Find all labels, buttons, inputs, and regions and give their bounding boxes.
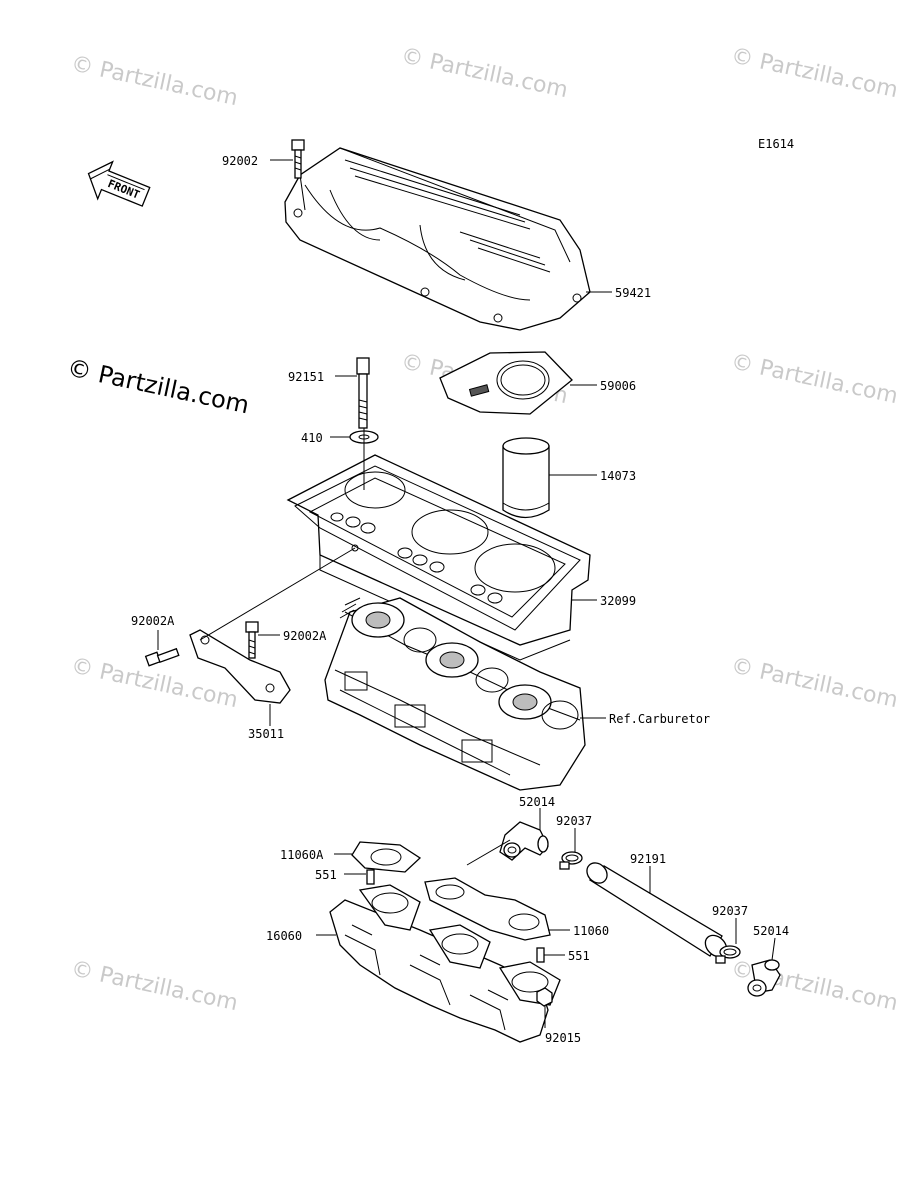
part-label: 59006 bbox=[600, 379, 636, 393]
clamp-92037-bottom bbox=[715, 945, 741, 964]
part-label: 92151 bbox=[288, 370, 324, 384]
part-label: 92191 bbox=[630, 852, 666, 866]
part-label: 14073 bbox=[600, 469, 636, 483]
pin-551-bottom bbox=[536, 947, 545, 963]
watermark: © Partzilla.com bbox=[729, 43, 900, 103]
filter-14073 bbox=[502, 437, 550, 519]
part-label: 59421 bbox=[615, 286, 651, 300]
watermark: © Partzilla.com bbox=[69, 956, 240, 1016]
leader-lines bbox=[157, 159, 776, 1028]
bolt-92151 bbox=[356, 357, 370, 429]
part-label: 551 bbox=[568, 949, 590, 963]
clamp-92037-top bbox=[559, 851, 583, 870]
part-label: 11060A bbox=[280, 848, 324, 862]
diagram-code: E1614 bbox=[758, 137, 794, 151]
part-labels: 92002 59421 92151 59006 410 14073 32099 … bbox=[131, 154, 789, 1045]
part-label: 32099 bbox=[600, 594, 636, 608]
carburetor-assembly bbox=[324, 597, 586, 791]
part-label: 11060 bbox=[573, 924, 609, 938]
bolt-92002a-right bbox=[245, 621, 259, 659]
part-label: 92002A bbox=[283, 629, 327, 643]
air-box-cover bbox=[284, 147, 591, 331]
part-label: 52014 bbox=[519, 795, 555, 809]
part-label: 92037 bbox=[712, 904, 748, 918]
bolt-92002a-left bbox=[144, 647, 180, 667]
part-label: 16060 bbox=[266, 929, 302, 943]
watermark: © Partzilla.com bbox=[69, 51, 240, 111]
part-label: Ref.Carburetor bbox=[609, 712, 710, 726]
part-label: 35011 bbox=[248, 727, 284, 741]
bracket-35011 bbox=[189, 629, 291, 704]
part-label: 92002 bbox=[222, 154, 258, 168]
copyright-notice: © Partzilla.com bbox=[65, 353, 252, 419]
pin-551-top bbox=[366, 869, 375, 885]
part-label: 92015 bbox=[545, 1031, 581, 1045]
part-label: 52014 bbox=[753, 924, 789, 938]
watermark: © Partzilla.com bbox=[729, 349, 900, 409]
watermark: © Partzilla.com bbox=[399, 43, 570, 103]
part-label: 551 bbox=[315, 868, 337, 882]
gasket-59006 bbox=[439, 351, 573, 415]
watermark: © Partzilla.com bbox=[729, 653, 900, 713]
gasket-11060 bbox=[424, 877, 551, 941]
part-label: 92002A bbox=[131, 614, 175, 628]
bolt-92002 bbox=[291, 139, 305, 179]
hose-92191 bbox=[586, 862, 728, 958]
nut-92015 bbox=[536, 987, 553, 1007]
elbow-fitting-52014-top bbox=[499, 821, 549, 861]
part-label: 410 bbox=[301, 431, 323, 445]
front-arrow-icon: FRONT bbox=[87, 160, 151, 207]
part-label: 92037 bbox=[556, 814, 592, 828]
gasket-11060a bbox=[351, 841, 422, 873]
